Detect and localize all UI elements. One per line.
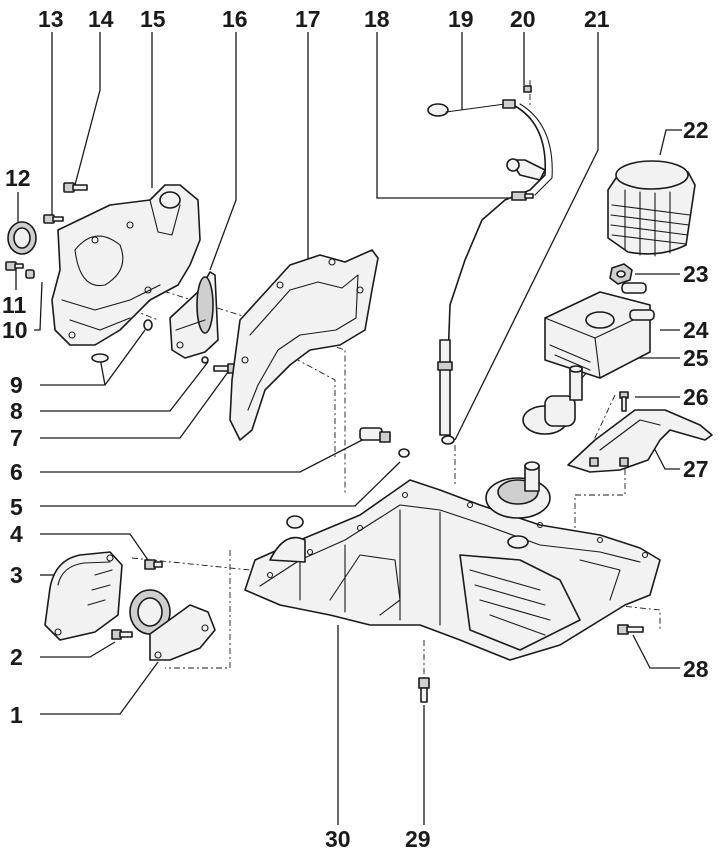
oil-sensor xyxy=(359,427,410,458)
oil-pan xyxy=(244,479,661,661)
front-cover xyxy=(51,184,201,346)
leader-10 xyxy=(34,281,43,331)
callout-7: 7 xyxy=(10,425,23,451)
callout-14: 14 xyxy=(88,6,114,32)
drain-plug xyxy=(418,677,430,703)
leader-1 xyxy=(40,661,159,715)
callout-13: 13 xyxy=(38,6,64,32)
oil-cooler xyxy=(544,282,655,379)
pan-bolt-right xyxy=(617,624,644,635)
leader-16 xyxy=(209,32,237,271)
callout-11: 11 xyxy=(2,292,27,318)
callout-10: 10 xyxy=(2,317,28,343)
cover-plate xyxy=(44,551,123,641)
support-bracket xyxy=(567,409,713,473)
callout-9: 9 xyxy=(10,372,23,398)
callout-28: 28 xyxy=(683,656,709,682)
leader-22 xyxy=(659,129,682,156)
dipstick xyxy=(427,85,553,445)
cover-gasket xyxy=(229,249,379,441)
callout-5: 5 xyxy=(10,494,23,520)
filter-nut xyxy=(609,263,633,285)
filter-housing xyxy=(485,461,551,549)
callout-3: 3 xyxy=(10,562,23,588)
leader-5 xyxy=(40,461,401,507)
callout-24: 24 xyxy=(683,317,709,343)
leader-14 xyxy=(74,32,101,186)
leader-8 xyxy=(40,361,209,412)
callout-12: 12 xyxy=(5,165,31,191)
bolts-left xyxy=(5,182,153,363)
callout-16: 16 xyxy=(222,6,248,32)
callout-18: 18 xyxy=(364,6,390,32)
shaft-seal xyxy=(7,221,37,255)
callout-27: 27 xyxy=(683,456,709,482)
callout-6: 6 xyxy=(10,459,23,485)
leader-2 xyxy=(40,641,116,658)
callout-25: 25 xyxy=(683,345,709,371)
leader-21 xyxy=(454,32,599,441)
leader-7 xyxy=(40,371,229,439)
callout-15: 15 xyxy=(140,6,166,32)
callout-1: 1 xyxy=(10,702,23,728)
leader-lines xyxy=(15,32,682,825)
leader-4 xyxy=(40,533,149,561)
leader-18 xyxy=(376,32,510,199)
leader-28 xyxy=(632,634,680,669)
callout-2: 2 xyxy=(10,644,23,670)
callout-17: 17 xyxy=(295,6,321,32)
cooler-adapter xyxy=(522,365,583,435)
callout-8: 8 xyxy=(10,398,23,424)
leader-6 xyxy=(40,436,369,473)
callout-19: 19 xyxy=(448,6,474,32)
oil-pump xyxy=(169,271,237,374)
callout-labels: 1 2 3 4 5 6 7 8 9 10 11 12 13 14 15 16 1… xyxy=(2,6,709,851)
callout-21: 21 xyxy=(584,6,610,32)
callout-29: 29 xyxy=(405,826,431,851)
engine-mount xyxy=(129,589,216,661)
callout-4: 4 xyxy=(10,521,23,547)
bolts-lower-left xyxy=(111,559,163,640)
oil-filter xyxy=(607,160,696,257)
callout-30: 30 xyxy=(325,826,351,851)
bracket-bolt xyxy=(619,391,629,412)
callout-26: 26 xyxy=(683,384,709,410)
callout-23: 23 xyxy=(683,261,709,287)
callout-22: 22 xyxy=(683,117,709,143)
callout-20: 20 xyxy=(510,6,536,32)
